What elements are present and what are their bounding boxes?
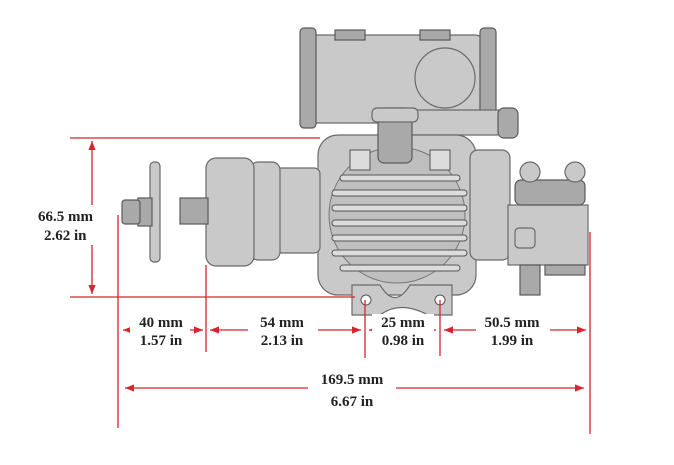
segment-2-in-label: 2.13 in [261,333,304,349]
cooling-fins [331,149,468,272]
height-in-label: 2.62 in [44,228,87,244]
total-in-label: 6.67 in [331,394,374,410]
segment-1-mm-label: 40 mm [139,315,183,331]
prop-nut [121,199,141,225]
segment-3-in-label: 0.98 in [382,333,425,349]
engine-illustration [121,27,589,316]
segment-4-in-label: 1.99 in [491,333,534,349]
segment-1-in-label: 1.57 in [140,333,183,349]
height-mm-label: 66.5 mm [38,209,93,225]
segment-3-mm-label: 25 mm [381,315,425,331]
segment-4-mm-label: 50.5 mm [485,315,540,331]
total-mm-label: 169.5 mm [321,372,384,388]
segment-2-mm-label: 54 mm [260,315,304,331]
mounting-lugs [351,284,453,316]
